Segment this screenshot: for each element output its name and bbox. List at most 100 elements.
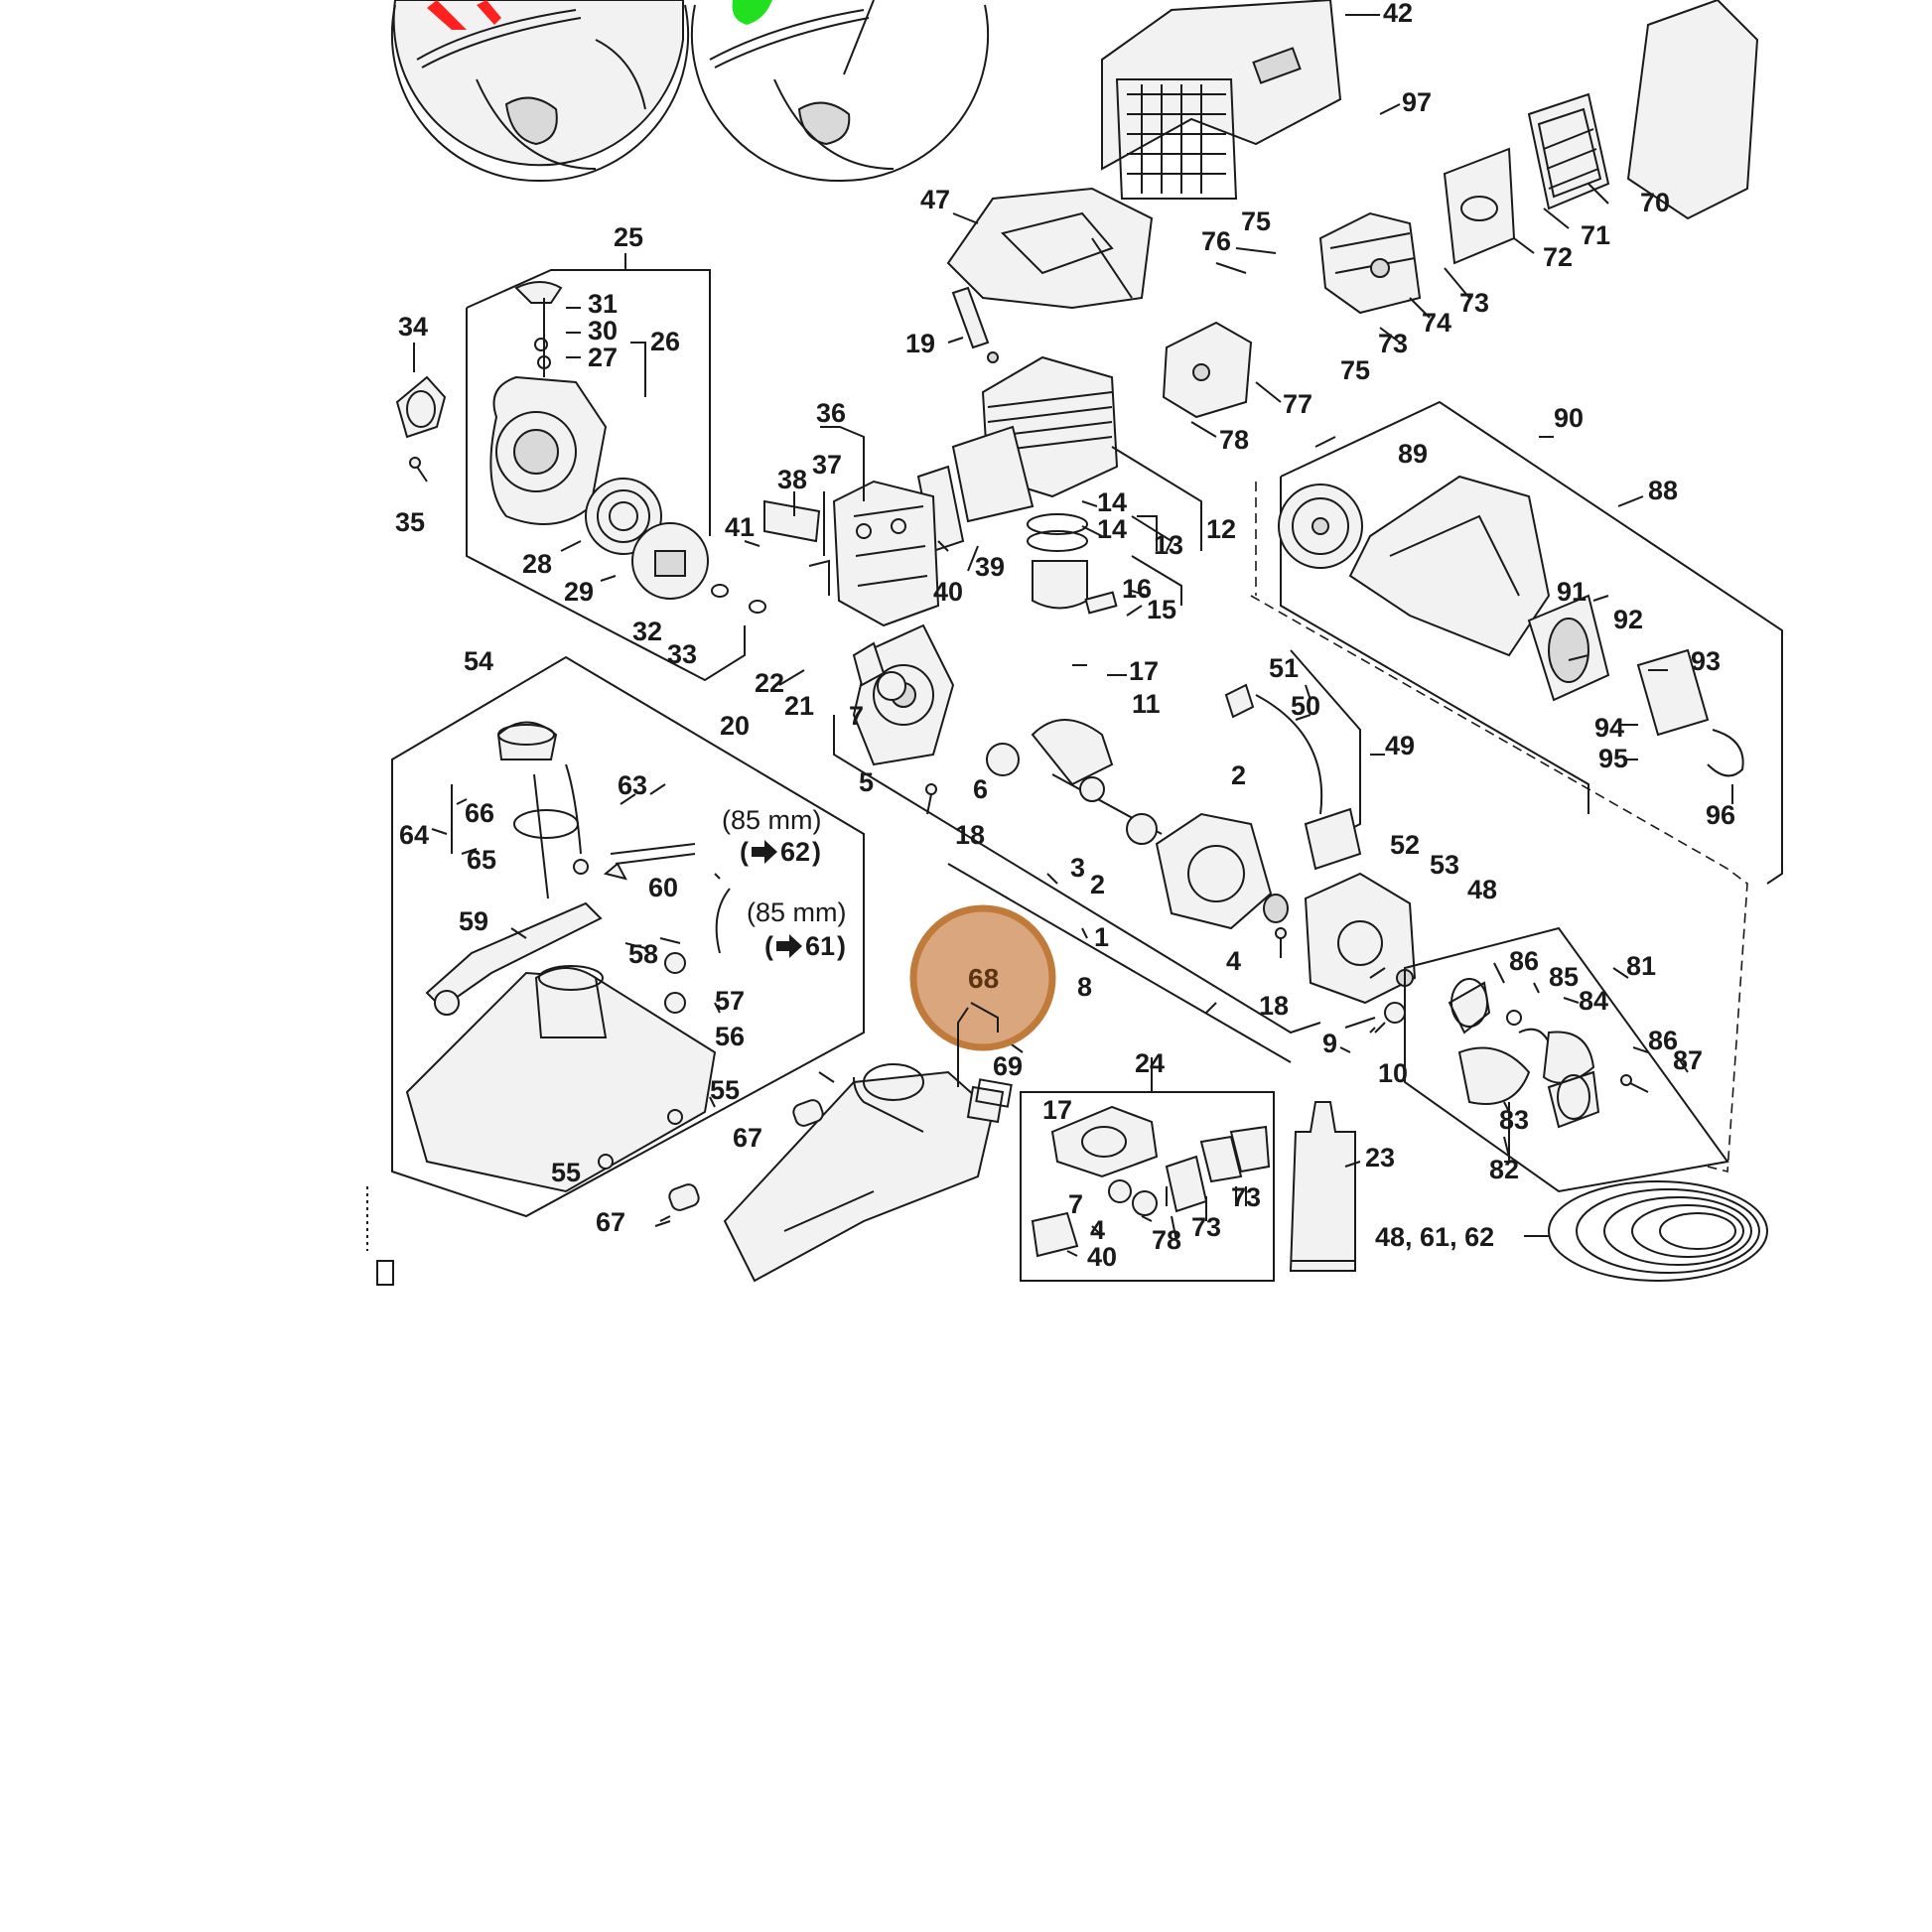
callout-93: 93 bbox=[1691, 646, 1721, 676]
callout-53: 53 bbox=[1430, 850, 1459, 880]
callout-39: 39 bbox=[975, 552, 1005, 582]
callout-37: 37 bbox=[812, 450, 842, 480]
drawing-code-mark bbox=[366, 1186, 394, 1286]
callout-75: 75 bbox=[1241, 207, 1271, 236]
callout-24: 24 bbox=[1135, 1048, 1165, 1078]
callout-86b: 86 bbox=[1648, 1026, 1678, 1055]
callout-51: 51 bbox=[1269, 653, 1299, 683]
callout-52: 52 bbox=[1390, 830, 1420, 860]
callout-11: 11 bbox=[1132, 689, 1161, 719]
callout-60: 60 bbox=[648, 873, 678, 902]
callout-40b: 40 bbox=[1087, 1242, 1117, 1272]
callout-65: 65 bbox=[467, 845, 496, 875]
callout-88: 88 bbox=[1648, 476, 1678, 505]
callout-27: 27 bbox=[588, 343, 618, 372]
arrow-right-icon bbox=[776, 934, 802, 958]
svg-text:(: ( bbox=[740, 837, 749, 867]
callout-83: 83 bbox=[1499, 1105, 1529, 1135]
callout-57: 57 bbox=[715, 986, 745, 1016]
callout-2a: 2 bbox=[1231, 760, 1246, 790]
callout-72: 72 bbox=[1543, 242, 1573, 272]
callout-36: 36 bbox=[816, 398, 846, 428]
callout-10: 10 bbox=[1378, 1058, 1408, 1088]
callout-70: 70 bbox=[1640, 188, 1670, 217]
callout-55a: 55 bbox=[710, 1075, 740, 1105]
svg-text:): ) bbox=[837, 931, 846, 961]
callout-22: 22 bbox=[755, 668, 784, 698]
callout-42: 42 bbox=[1383, 0, 1413, 28]
callout-31: 31 bbox=[588, 289, 618, 319]
callout-92: 92 bbox=[1613, 605, 1643, 634]
clutch-drive-box bbox=[1250, 400, 1783, 1173]
callout-69: 69 bbox=[993, 1051, 1023, 1081]
callout-17a: 17 bbox=[1129, 656, 1159, 686]
callout-26: 26 bbox=[650, 327, 680, 356]
piston-rings bbox=[1027, 513, 1118, 615]
callout-84: 84 bbox=[1579, 986, 1608, 1016]
engine-shroud bbox=[1101, 0, 1342, 200]
callout-labels: 42 97 47 25 75 76 70 71 72 73 74 34 31 3… bbox=[395, 0, 1735, 1272]
fuel-hose-coil bbox=[1524, 1180, 1768, 1282]
callout-89: 89 bbox=[1398, 439, 1428, 469]
callout-25: 25 bbox=[614, 222, 643, 252]
callout-85: 85 bbox=[1549, 962, 1579, 992]
clutch-shoe-box bbox=[1404, 926, 1729, 1193]
callout-9: 9 bbox=[1322, 1029, 1337, 1058]
callout-67b: 67 bbox=[596, 1207, 625, 1237]
grease-tube bbox=[1289, 1101, 1356, 1272]
hose-61-ref: 61 bbox=[805, 931, 835, 961]
callout-33: 33 bbox=[667, 639, 697, 669]
svg-text:(: ( bbox=[764, 931, 773, 961]
arrow-right-icon bbox=[752, 840, 777, 864]
gasket-set-box bbox=[1020, 1091, 1275, 1282]
callout-19: 19 bbox=[905, 329, 935, 358]
detail-circle-right bbox=[690, 0, 990, 183]
callout-82: 82 bbox=[1489, 1155, 1519, 1184]
callout-4b: 4 bbox=[1090, 1215, 1105, 1245]
callout-91: 91 bbox=[1557, 577, 1587, 607]
callout-73c: 73 bbox=[1191, 1212, 1221, 1242]
callout-74: 74 bbox=[1422, 308, 1451, 338]
callout-21: 21 bbox=[784, 691, 814, 721]
callout-86a: 86 bbox=[1509, 946, 1539, 976]
callout-14a: 14 bbox=[1097, 487, 1127, 517]
callout-28: 28 bbox=[522, 549, 552, 579]
callout-59: 59 bbox=[459, 906, 488, 936]
callout-68: 68 bbox=[968, 963, 999, 994]
callout-30: 30 bbox=[588, 316, 618, 345]
callout-56: 56 bbox=[715, 1022, 745, 1051]
carburetor bbox=[1162, 211, 1422, 419]
callout-41: 41 bbox=[725, 512, 755, 542]
callout-55b: 55 bbox=[551, 1158, 581, 1187]
starter-assembly bbox=[466, 269, 766, 682]
callout-73: 73 bbox=[1459, 288, 1489, 318]
label-plate-69 bbox=[975, 1078, 1013, 1108]
callout-7b: 7 bbox=[1068, 1189, 1083, 1219]
callout-15: 15 bbox=[1147, 595, 1176, 624]
callout-48-61-62: 48, 61, 62 bbox=[1375, 1222, 1494, 1252]
callout-75b: 75 bbox=[1340, 355, 1370, 385]
fan-housing bbox=[946, 187, 1154, 310]
callout-64: 64 bbox=[399, 820, 429, 850]
callout-32: 32 bbox=[632, 617, 662, 646]
hose-61-length: (85 mm) bbox=[747, 897, 847, 927]
callout-58: 58 bbox=[628, 939, 658, 969]
callout-16: 16 bbox=[1122, 574, 1152, 604]
callout-18b: 18 bbox=[1259, 991, 1289, 1021]
highlight-68[interactable]: 68 bbox=[909, 904, 1056, 1087]
callout-78b: 78 bbox=[1152, 1225, 1181, 1255]
callout-54: 54 bbox=[464, 646, 493, 676]
callout-3: 3 bbox=[1070, 853, 1085, 883]
cylinder bbox=[916, 355, 1119, 553]
callout-97: 97 bbox=[1402, 87, 1432, 117]
callout-18a: 18 bbox=[955, 820, 985, 850]
callout-94: 94 bbox=[1594, 713, 1624, 743]
callout-20: 20 bbox=[720, 711, 750, 741]
callout-71: 71 bbox=[1581, 220, 1610, 250]
callout-8: 8 bbox=[1077, 972, 1092, 1002]
callout-40: 40 bbox=[933, 577, 963, 607]
hose-62-ref: 62 bbox=[780, 837, 810, 867]
base-cover bbox=[668, 1063, 1005, 1283]
callout-1: 1 bbox=[1094, 922, 1109, 952]
